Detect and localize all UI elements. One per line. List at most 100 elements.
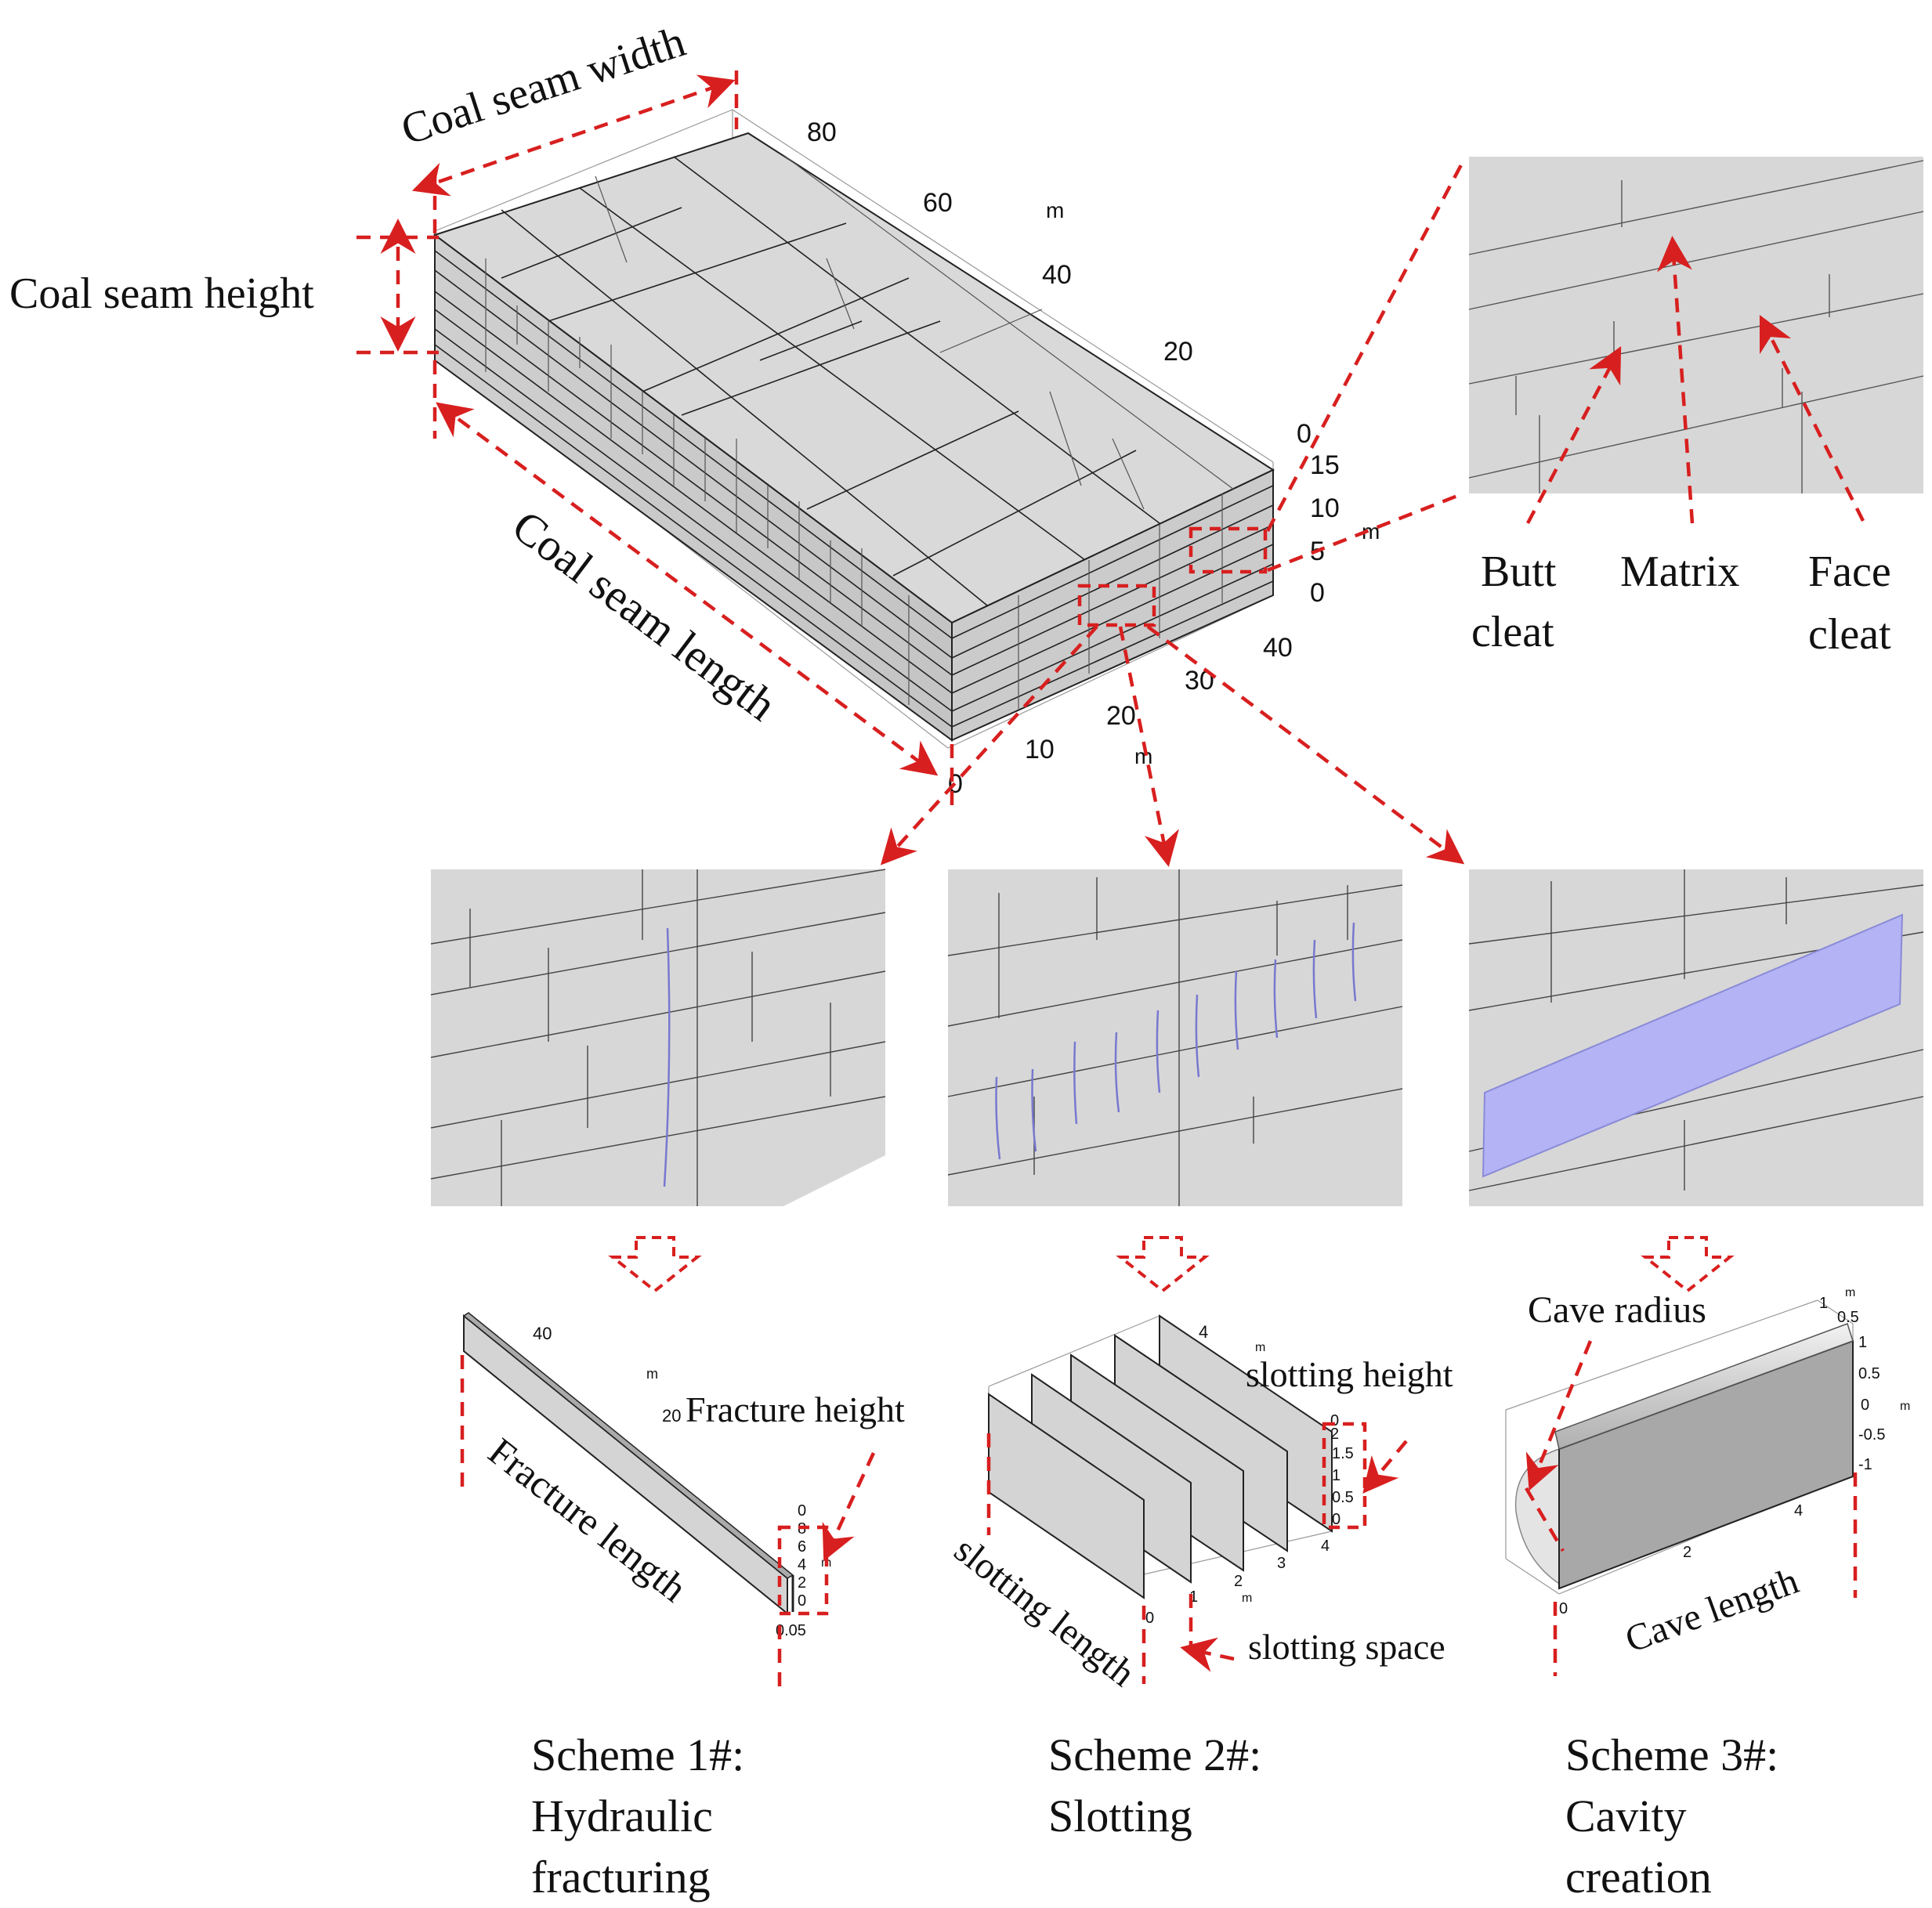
zoom-box-cleat [1189, 526, 1268, 574]
scheme3-rtick-1: 1 [1858, 1334, 1867, 1351]
height-tick-0: 0 [1310, 578, 1325, 608]
scheme3-title-2: Cavity [1565, 1791, 1687, 1841]
length-dimension-arrow [436, 402, 939, 776]
slot-lines [995, 922, 1357, 1160]
length-tick-30: 30 [1185, 666, 1214, 696]
cave-radius-arrow [1525, 1340, 1593, 1491]
zoom-box-scheme [1077, 584, 1156, 627]
width-dimension-arrow [411, 74, 736, 197]
scheme2-htick-05: 0.5 [1332, 1489, 1354, 1506]
cave-length-label: Cave length [1620, 1560, 1804, 1661]
cavity-region [1482, 913, 1904, 1178]
width-tick-60: 60 [923, 188, 953, 218]
scheme1-thickness-tick: 0.05 [776, 1622, 806, 1639]
scheme2-htick-0b: 0 [1332, 1511, 1340, 1528]
scheme2-ltick-4: 4 [1321, 1538, 1330, 1555]
scheme2-title-2: Slotting [1048, 1791, 1192, 1841]
scheme2-tick-top: 4 [1199, 1322, 1208, 1342]
cave-radius-label: Cave radius [1528, 1289, 1706, 1331]
face-cleat-label-1: Face [1808, 547, 1891, 596]
length-tick-20: 20 [1106, 701, 1136, 731]
fracture-height-label: Fracture height [686, 1389, 905, 1429]
scheme2-htick-15: 1.5 [1332, 1445, 1354, 1462]
scheme3-right-unit: m [1900, 1400, 1910, 1413]
face-cleat-arrow [1759, 314, 1865, 522]
scheme2-unit-top: m [1255, 1341, 1265, 1354]
face-cleat-label-2: cleat [1808, 610, 1891, 659]
slotting-space-label: slotting space [1248, 1627, 1445, 1667]
width-tick-0: 0 [1297, 419, 1312, 449]
scheme1-htick-0b: 0 [798, 1592, 806, 1610]
slotting-height-box [1322, 1422, 1367, 1530]
height-tick-10: 10 [1310, 493, 1340, 523]
top-face-cleats [501, 154, 1235, 606]
scheme3-unit-top: m [1845, 1286, 1855, 1299]
scheme2-htick-2: 2 [1330, 1426, 1339, 1443]
scheme1-htick-0a: 0 [798, 1502, 806, 1520]
width-tick-40: 40 [1042, 260, 1072, 290]
seam-right-face [951, 468, 1274, 742]
fracture-height-box [777, 1525, 829, 1616]
hydraulic-fracture-line [663, 927, 671, 1187]
scheme2-htick-0a: 0 [1330, 1412, 1339, 1429]
scheme1-fracture-model: 40 20 m 0 8 6 4 2 0 m 0.05 Fracture heig… [460, 1312, 905, 1696]
scheme2-htick-1: 1 [1332, 1467, 1340, 1484]
scheme3-rtick-0: 0 [1861, 1397, 1869, 1414]
scheme3-rtick-m1: -1 [1858, 1456, 1872, 1473]
scheme1-title-3: fracturing [531, 1852, 711, 1903]
scheme3-zoom-panel [1468, 869, 1924, 1206]
scheme2-ltick-2: 2 [1234, 1573, 1243, 1590]
fracture-length-label: Fracture length [480, 1429, 695, 1610]
length-tick-40: 40 [1263, 633, 1293, 663]
cavity-top-curve [1554, 1323, 1854, 1450]
butt-cleat-label-2: cleat [1471, 608, 1554, 656]
scheme2-ltick-3: 3 [1277, 1555, 1286, 1572]
slotting-space-arrow [1180, 1637, 1235, 1672]
scheme3-ltick-0: 0 [1559, 1600, 1568, 1617]
matrix-label: Matrix [1620, 547, 1739, 596]
coal-seam-width-label: Coal seam width [396, 17, 691, 154]
cavity-end-cap [1514, 1447, 1564, 1588]
scheme2-title-1: Scheme 2#: [1048, 1729, 1261, 1780]
cleat-zoom-detail: Butt cleat Matrix Face cleat [1266, 157, 1924, 659]
scheme1-htick-4: 4 [798, 1556, 806, 1574]
butt-cleat-label-1: Butt [1481, 547, 1557, 596]
hollow-down-arrow-icon [608, 1236, 1735, 1293]
scheme1-tick-40: 40 [533, 1324, 552, 1343]
main-coal-seam-model: 80 60 40 20 0 m 15 10 5 0 m 40 30 20 10 … [432, 109, 1380, 799]
scheme3-title-1: Scheme 3#: [1565, 1729, 1778, 1780]
width-tick-20: 20 [1163, 337, 1193, 367]
scheme3-ltick-4: 4 [1794, 1502, 1803, 1520]
scheme2-length-unit: m [1242, 1592, 1252, 1605]
scheme2-ltick-1: 1 [1189, 1588, 1198, 1606]
scheme3-tick-1: 1 [1819, 1295, 1828, 1312]
scheme1-tick-20: 20 [662, 1406, 681, 1426]
scheme-titles: Scheme 1#: Hydraulic fracturing Scheme 2… [531, 1729, 1778, 1903]
scheme3-title-3: creation [1565, 1852, 1712, 1903]
scheme1-zoom-panel [430, 869, 886, 1206]
zoom-panel [1469, 157, 1923, 493]
scheme3-ltick-2: 2 [1683, 1544, 1691, 1561]
scheme3-rtick-05: 0.5 [1858, 1365, 1880, 1382]
scheme1-title-1: Scheme 1#: [531, 1729, 744, 1780]
width-unit: m [1046, 198, 1064, 222]
width-tick-80: 80 [807, 117, 837, 147]
height-tick-15: 15 [1310, 450, 1340, 480]
scheme1-unit-top: m [646, 1366, 658, 1382]
scheme-pointer-arrows [880, 625, 1465, 867]
butt-cleat-arrow [1526, 346, 1622, 525]
scheme1-htick-6: 6 [798, 1538, 806, 1556]
scheme3-rtick-m05: -0.5 [1858, 1426, 1885, 1444]
fracture-height-arrow [822, 1452, 876, 1562]
coal-seam-height-label: Coal seam height [9, 269, 314, 318]
scheme1-title-2: Hydraulic [531, 1791, 713, 1841]
slotting-height-arrow [1362, 1440, 1408, 1494]
height-unit: m [1362, 519, 1380, 544]
scheme2-ltick-0: 0 [1145, 1610, 1154, 1627]
scheme3-tick-05: 0.5 [1837, 1309, 1859, 1326]
length-unit: m [1134, 744, 1152, 768]
scheme2-slotting-model: 4 m 0 2 1.5 1 0.5 0 4 3 2 m 1 0 slotting… [946, 1314, 1453, 1695]
scheme3-cavity-model: 1 0.5 m 1 0.5 0 -0.5 -1 m 4 2 0 Cave rad… [1505, 1286, 1910, 1676]
scheme1-htick-2: 2 [798, 1574, 806, 1592]
